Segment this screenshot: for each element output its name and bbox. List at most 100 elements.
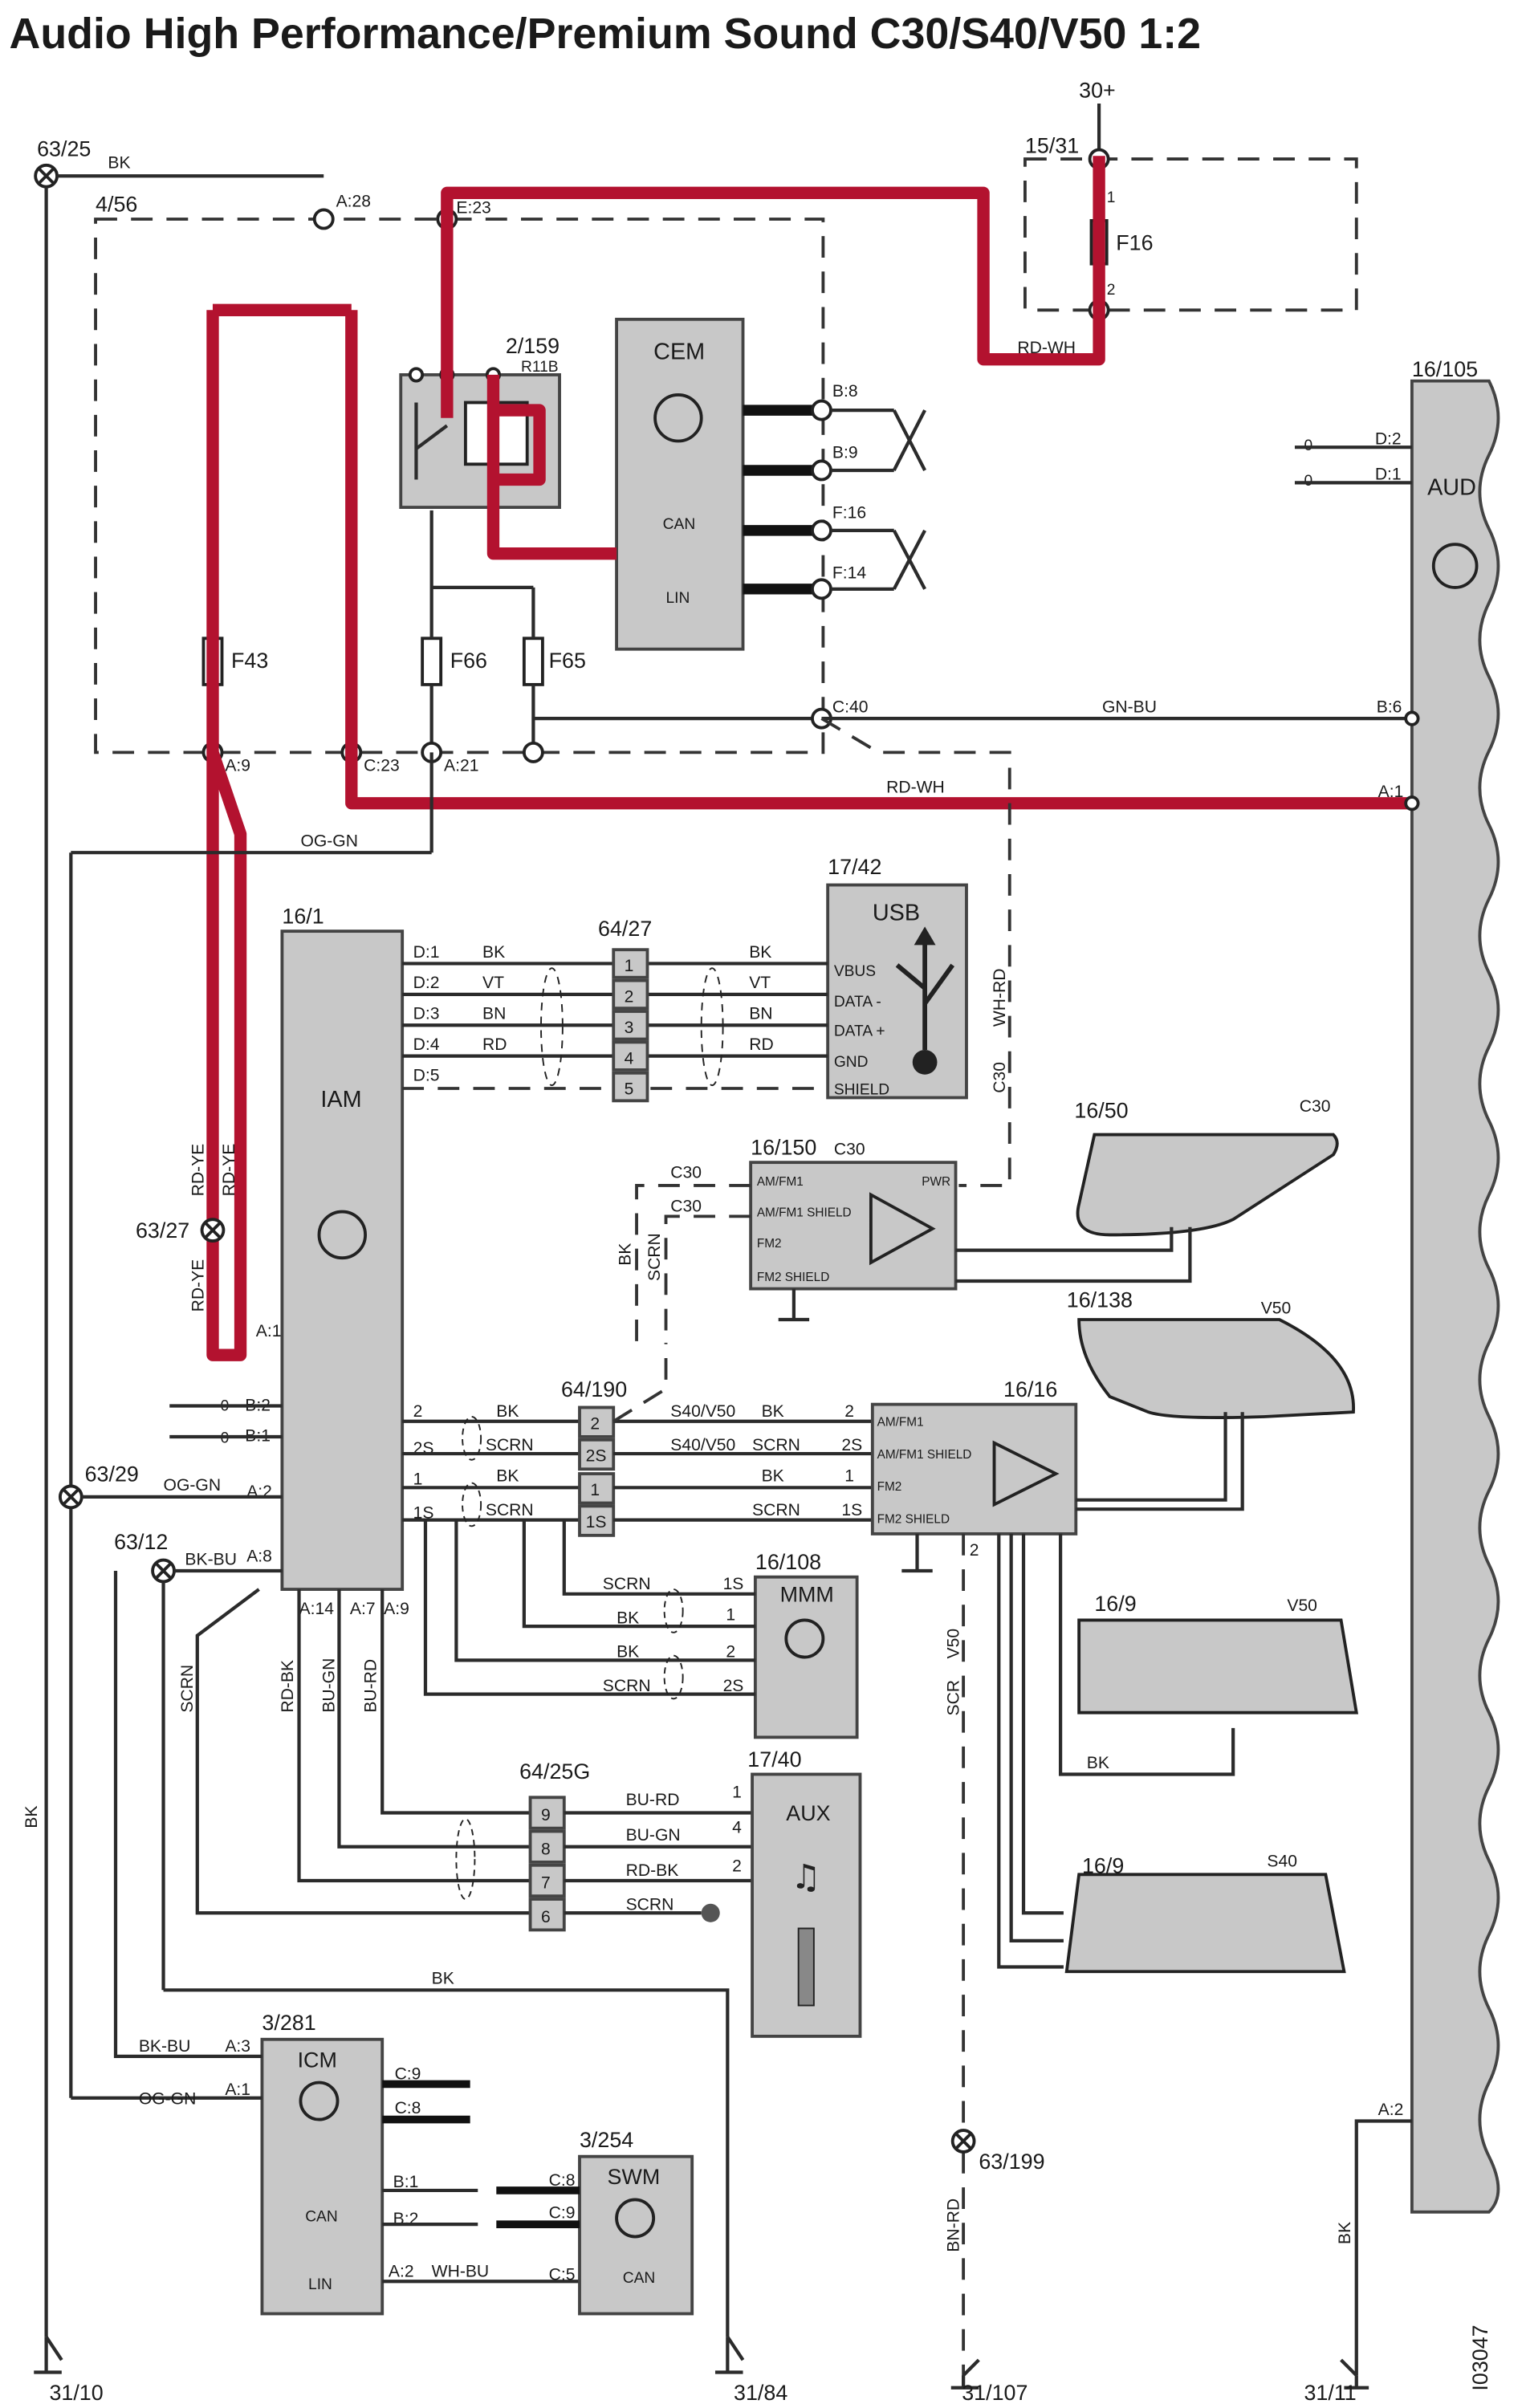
variant-c30: C30 [991, 1062, 1009, 1093]
pin: 1S [723, 1575, 744, 1593]
ground-31-84 [714, 2336, 745, 2374]
ref-17-42: 17/42 [828, 855, 881, 879]
amp-pin: FM2 [757, 1237, 782, 1251]
pin-a1: A:1 [256, 1322, 282, 1340]
ref-64-190: 64/190 [561, 1377, 627, 1401]
pin: 2 [726, 1643, 735, 1662]
pin-b9: B:9 [832, 444, 858, 462]
ref-64-27: 64/27 [598, 917, 652, 941]
amp-pin: FM2 SHIELD [877, 1512, 950, 1526]
pin-d3: D:3 [413, 1005, 440, 1023]
wire-label: BK [432, 1970, 454, 1988]
pin-c9: C:9 [549, 2203, 576, 2222]
aux-label: AUX [786, 1801, 830, 1825]
pin-a3: A:3 [225, 2037, 250, 2056]
wire-label-rdwh: RD-WH [886, 778, 945, 796]
diagram-code: I03047 [1468, 2325, 1492, 2390]
wire-label: SCR [944, 1680, 962, 1716]
pin: 1 [590, 1481, 600, 1499]
speaker-16-138 [1077, 1318, 1355, 1419]
ref-r11b: R11B [521, 359, 559, 376]
wire-label: BU-GN [320, 1658, 339, 1713]
speaker-16-50 [1076, 1133, 1339, 1237]
ref-16-9: 16/9 [1082, 1853, 1124, 1877]
wire-label-bk: BK [108, 154, 130, 173]
variant-c30: C30 [670, 1198, 702, 1216]
usb-pin-shield: SHIELD [834, 1082, 889, 1099]
pin-e23: E:23 [456, 198, 490, 217]
pin: 9 [541, 1806, 551, 1824]
pin: 1 [726, 1605, 735, 1624]
ref-16-16: 16/16 [1003, 1377, 1057, 1401]
iam-label: IAM [320, 1087, 361, 1112]
pin-a9: A:9 [384, 1600, 409, 1618]
pin: 8 [541, 1840, 551, 1858]
ref-63-27: 63/27 [136, 1218, 189, 1243]
ref-3-281: 3/281 [262, 2011, 315, 2035]
pin-a1: A:1 [1378, 783, 1404, 801]
diagram-title: Audio High Performance/Premium Sound C30… [10, 10, 1202, 58]
pin-b1: B:1 [393, 2173, 419, 2191]
wire-label: SCRN [626, 1895, 674, 1914]
wire-label: BK [1336, 2222, 1354, 2244]
wire-label: SCRN [486, 1436, 534, 1454]
wire-label: BK [482, 943, 505, 962]
usb-pin-gnd: GND [834, 1054, 869, 1071]
fuse-box-15-31 [1023, 157, 1358, 312]
usb-icon [895, 942, 955, 1050]
wire-label: RD-BK [279, 1660, 297, 1713]
amp-pin: FM2 SHIELD [757, 1271, 829, 1284]
amp-pin: FM2 [877, 1480, 902, 1494]
usb-label: USB [873, 901, 920, 926]
pin-c8: C:8 [395, 2099, 421, 2117]
pin: 2S [723, 1677, 744, 1695]
wire-label: BK [617, 1643, 639, 1662]
variant-s40: S40 [1267, 1853, 1297, 1871]
ref-2-159: 2/159 [506, 334, 560, 358]
amp-16-150 [749, 1161, 958, 1291]
icm-label: ICM [298, 2048, 337, 2072]
wire-label: BK [749, 943, 771, 962]
pin: 1S [841, 1501, 862, 1519]
swm-label: SWM [608, 2165, 661, 2189]
pin: 2 [590, 1414, 600, 1433]
speaker-16-9-v50 [1077, 1618, 1359, 1714]
pin: 6 [541, 1908, 551, 1926]
power-wire-rd-wh [345, 156, 1412, 810]
wire-label-bk: BK [22, 1806, 41, 1828]
pin: 2 [413, 1402, 423, 1421]
wire-label: BK-BU [185, 1550, 237, 1568]
icm-module-3-281 [260, 2037, 385, 2316]
pin: 2 [732, 1857, 742, 1875]
pin: 1 [732, 1783, 742, 1801]
ref-63-199: 63/199 [979, 2150, 1044, 2174]
variant-v50: V50 [1287, 1597, 1317, 1615]
fuse-f65-label: F65 [549, 649, 586, 673]
wire-label: BK [1087, 1754, 1109, 1772]
wire-label: BK [617, 1609, 639, 1627]
ref-16-108: 16/108 [755, 1550, 821, 1574]
wire-label: VT [749, 974, 771, 992]
pin-a28: A:28 [336, 193, 371, 211]
pin-a8: A:8 [246, 1547, 272, 1565]
amp-16-16 [870, 1402, 1078, 1536]
connector-64-27 [612, 948, 649, 1103]
pin-d2: D:2 [413, 974, 440, 992]
cem-label: CEM [653, 340, 705, 365]
wire-label: SCRN [603, 1677, 651, 1695]
ground-31-10 [34, 2336, 63, 2374]
amp-pin: AM/FM1 SHIELD [877, 1448, 972, 1462]
pin: 1 [625, 957, 634, 975]
speaker-16-9-s40 [1064, 1873, 1346, 1974]
pin-b8: B:8 [832, 382, 858, 401]
variant-s40v50: S40/V50 [670, 1402, 735, 1421]
ref-15-31: 15/31 [1025, 133, 1079, 157]
pin-a1: A:1 [225, 2081, 250, 2099]
pin-d2: D:2 [1375, 429, 1402, 448]
pin: 1 [413, 1470, 423, 1488]
amp-pin: PWR [922, 1175, 950, 1189]
wire-label-whrd: WH-RD [991, 968, 1009, 1027]
wire-label: SCRN [178, 1665, 197, 1713]
pin-f16: F:16 [832, 504, 866, 523]
pin-0: 0 [221, 1430, 230, 1447]
